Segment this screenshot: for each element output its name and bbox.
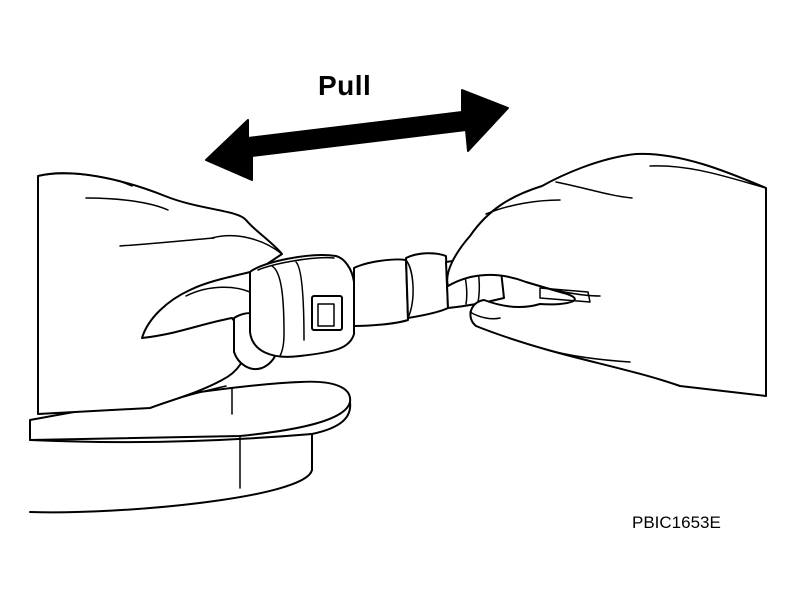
double-arrow-icon (205, 89, 509, 181)
right-hand (446, 152, 767, 397)
left-hand (37, 172, 283, 415)
pump-base (29, 380, 352, 514)
pull-label: Pull (318, 70, 372, 101)
figure-code-label: PBIC1653E (632, 513, 721, 532)
